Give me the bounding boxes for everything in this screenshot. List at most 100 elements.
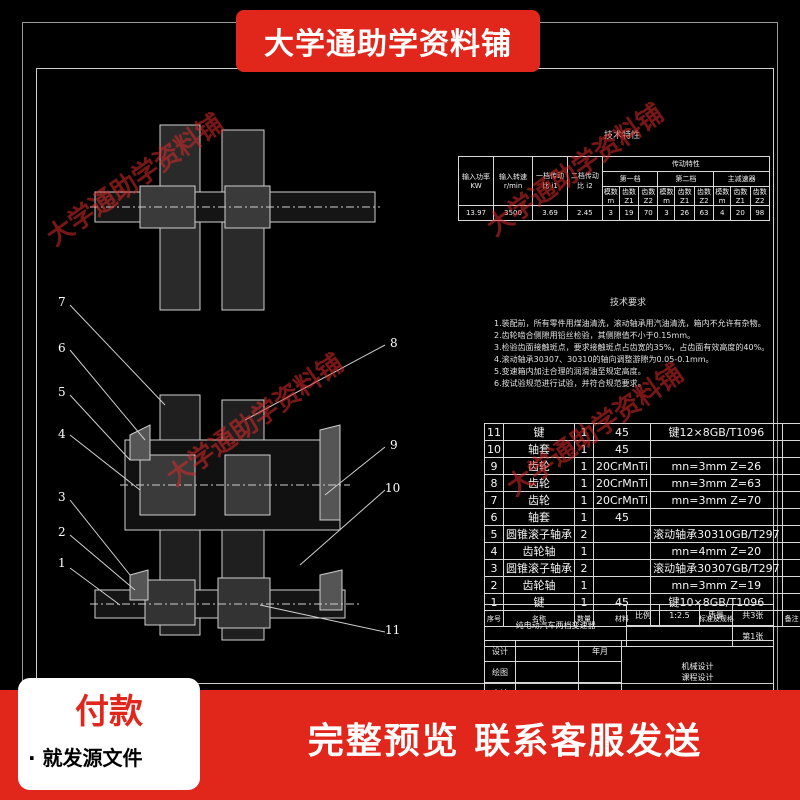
parts-cell: 1: [574, 542, 594, 560]
callout-4: 4: [58, 427, 66, 441]
parts-cell: 轴套: [503, 440, 575, 458]
parts-cell: mn=3mm Z=26: [650, 457, 783, 475]
scale-label: 比例: [626, 604, 660, 626]
parts-cell: [592, 576, 652, 594]
requirement-item: 2.齿轮啮合侧隙用铅丝检验，其侧隙值不小于0.15mm。: [494, 331, 696, 340]
callout-9: 9: [390, 438, 398, 452]
pay-badge[interactable]: 付款 · 就发源文件: [18, 678, 200, 790]
shop-banner: 大学通助学资料铺: [236, 10, 540, 72]
parts-cell: 滚动轴承30310GB/T297: [650, 525, 783, 543]
draw-label: 绘图: [484, 661, 516, 683]
title-block: 纯电动汽车两档变速器 比例 1:2.5 质量 共3张 第1张: [483, 604, 775, 647]
tech-char-table: 输入功率 KW 输入转速 r/min 一档传动比 i1 二档传动比 i2 传动特…: [458, 156, 771, 221]
parts-cell: 2: [484, 576, 504, 594]
pay-label: 付款: [75, 692, 143, 732]
parts-cell: 4: [484, 542, 504, 560]
parts-cell: 圆锥滚子轴承: [503, 559, 575, 577]
parts-cell: 滚动轴承30307GB/T297: [650, 559, 783, 577]
parts-cell: 5: [484, 525, 504, 543]
parts-cell: 45: [592, 440, 652, 458]
th-sub: 齿数Z1: [730, 186, 751, 206]
tech-char-title: 技术特性: [604, 131, 641, 141]
callout-10: 10: [385, 481, 401, 495]
parts-cell: [650, 508, 783, 526]
requirement-item: 1.装配前，所有零件用煤油清洗，滚动轴承用汽油清洗，箱内不允许有杂物。: [494, 319, 766, 328]
parts-cell: 2: [574, 525, 594, 543]
parts-cell: [781, 457, 800, 475]
th-ratio1: 一档传动比 i1: [532, 156, 568, 206]
date-label: 年月: [578, 640, 622, 662]
parts-cell: mn=3mm Z=63: [650, 474, 783, 492]
parts-cell: 7: [484, 491, 504, 509]
requirements-title: 技术要求: [610, 298, 647, 308]
parts-header-cell: 备注: [781, 610, 800, 627]
parts-cell: 键12×8GB/T1096: [650, 423, 783, 441]
parts-cell: 10: [484, 440, 504, 458]
tc-cell: 26: [674, 205, 695, 221]
parts-cell: 6: [484, 508, 504, 526]
parts-cell: [781, 542, 800, 560]
tc-cell: 19: [618, 205, 640, 221]
course-label-2: 课程设计: [681, 673, 714, 682]
th-input-speed: 输入转速 r/min: [492, 156, 534, 206]
th-sub: 模数m: [657, 186, 676, 206]
th-gear-char: 传动特性: [601, 156, 771, 172]
callout-2: 2: [58, 525, 66, 539]
parts-cell: 圆锥滚子轴承: [503, 525, 575, 543]
parts-cell: [592, 542, 652, 560]
parts-cell: [781, 525, 800, 543]
tc-cell: 3500: [492, 205, 534, 221]
th-sub: 模数m: [713, 186, 732, 206]
parts-cell: mn=3mm Z=70: [650, 491, 783, 509]
parts-cell: 3: [484, 559, 504, 577]
parts-cell: [781, 508, 800, 526]
tc-cell: 70: [638, 205, 659, 221]
requirement-item: 4.滚动轴承30307、30310的轴向调整游隙为0.05-0.1mm。: [494, 355, 714, 364]
parts-cell: [592, 525, 652, 543]
scale-value: 1:2.5: [658, 604, 701, 626]
callout-7: 7: [58, 295, 66, 309]
parts-cell: mn=3mm Z=19: [650, 576, 783, 594]
parts-cell: mn=4mm Z=20: [650, 542, 783, 560]
th-stage2: 第二档: [657, 171, 715, 187]
tc-cell: 63: [693, 205, 715, 221]
parts-cell: 45: [592, 508, 652, 526]
th-reducer: 主减速器: [713, 171, 770, 187]
tc-cell: 2.45: [566, 205, 603, 221]
callout-6: 6: [58, 341, 66, 355]
sheets-total: 共3张: [731, 604, 775, 626]
th-stage1: 第一档: [601, 171, 659, 187]
parts-cell: [781, 559, 800, 577]
tc-cell: 3: [601, 205, 620, 221]
pay-sub-label: · 就发源文件: [28, 746, 143, 770]
requirement-item: 6.按试验规范进行试验，并符合规范要求。: [494, 379, 646, 388]
tc-cell: 4: [713, 205, 732, 221]
parts-cell: 齿轮轴: [503, 576, 575, 594]
th-sub: 模数m: [601, 186, 620, 206]
callout-3: 3: [58, 490, 66, 504]
mass-label: 质量: [699, 604, 733, 626]
requirement-item: 3.检验齿面接触斑点，要求接触斑点占齿宽的35%，占齿面有效高度的40%。: [494, 343, 770, 352]
parts-cell: [781, 423, 800, 441]
requirements-list: 1.装配前，所有零件用煤油清洗，滚动轴承用汽油清洗，箱内不允许有杂物。 2.齿轮…: [494, 318, 774, 390]
parts-cell: 20CrMnTi: [592, 474, 652, 492]
callout-8: 8: [390, 336, 398, 350]
tc-cell: 98: [749, 205, 771, 221]
th-ratio2: 二档传动比 i2: [566, 156, 603, 206]
tc-cell: 20: [730, 205, 751, 221]
parts-cell: 1: [574, 491, 594, 509]
th-sub: 齿数Z2: [638, 186, 659, 206]
callout-5: 5: [58, 385, 66, 399]
parts-cell: [781, 491, 800, 509]
callout-11: 11: [385, 623, 401, 637]
parts-cell: 20CrMnTi: [592, 491, 652, 509]
